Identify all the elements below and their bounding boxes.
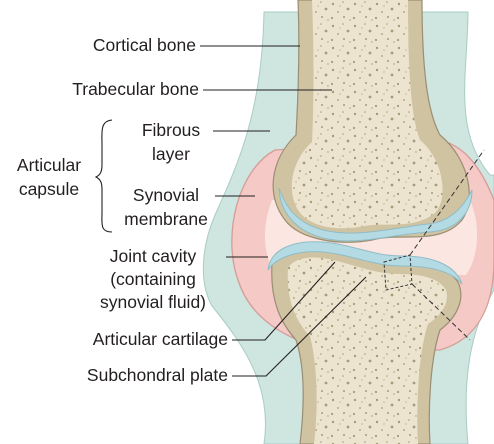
label-synovial-membrane-line2: membrane (118, 209, 214, 230)
label-joint-cavity-line3: synovial fluid) (82, 292, 224, 313)
label-articular-capsule-line1: Articular (4, 155, 94, 176)
label-joint-cavity-line2: (containing (82, 269, 224, 290)
label-fibrous-layer-line2: layer (130, 144, 212, 165)
label-fibrous-layer-line1: Fibrous (130, 120, 212, 141)
label-subchondral-plate: Subchondral plate (4, 365, 228, 386)
label-articular-cartilage: Articular cartilage (4, 329, 228, 350)
capsule-bracket (96, 120, 112, 232)
label-articular-capsule-line2: capsule (4, 179, 94, 200)
label-trabecular-bone: Trabecular bone (30, 79, 199, 100)
label-joint-cavity-line1: Joint cavity (82, 246, 224, 267)
label-cortical-bone: Cortical bone (40, 35, 196, 56)
label-synovial-membrane-line1: Synovial (118, 185, 214, 206)
